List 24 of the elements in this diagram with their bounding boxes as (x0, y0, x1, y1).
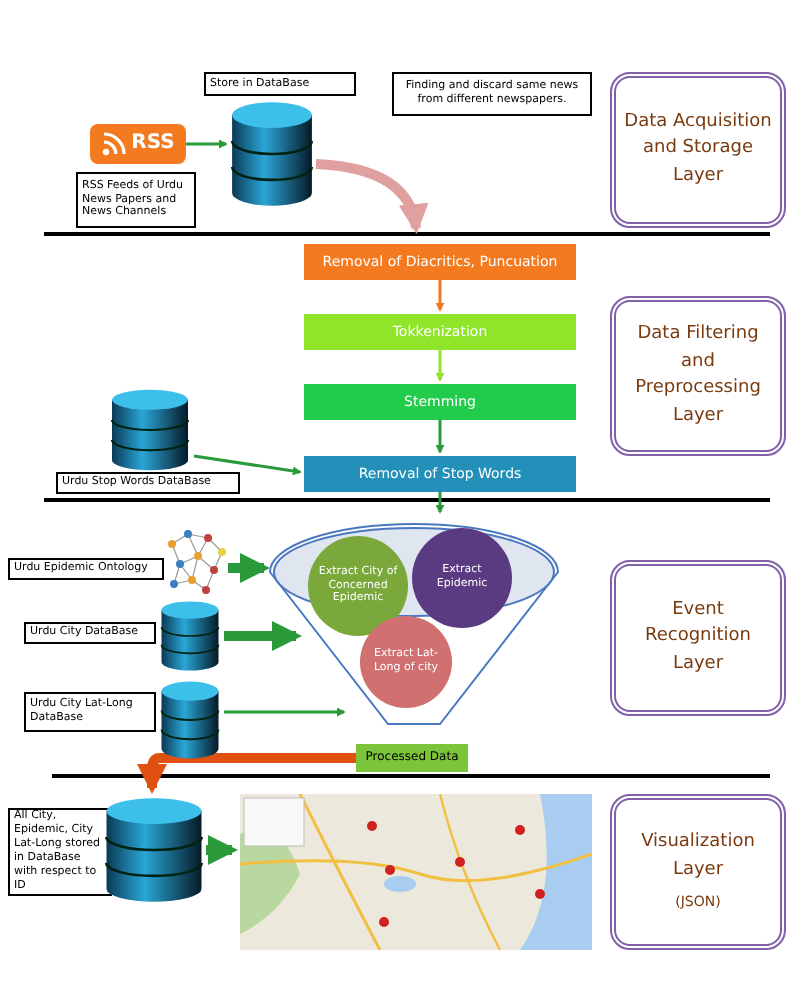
arrow (435, 280, 445, 312)
arrow (435, 492, 445, 514)
database-cylinder (104, 796, 204, 904)
arrow (224, 707, 346, 717)
database-cylinder (110, 388, 190, 472)
rss-badge: RSS (90, 124, 186, 164)
database-cylinder (230, 100, 314, 208)
arrow (206, 835, 238, 865)
layer-title: Event Recognition Layer (643, 597, 753, 678)
arrow (137, 753, 356, 794)
database-cylinder (160, 600, 220, 672)
arrow (315, 159, 427, 234)
layer-title: Data Filtering and Preprocessing Layer (633, 322, 763, 429)
layer-title: Data Acquisition and Storage Layer (622, 109, 774, 190)
picture (240, 794, 592, 950)
arrow (193, 454, 302, 476)
database-cylinder (160, 680, 220, 760)
arrow (186, 139, 228, 149)
arrow (435, 420, 445, 454)
network-icon (164, 528, 228, 596)
arrow (224, 621, 302, 651)
arrow (228, 553, 270, 583)
arrow (435, 350, 445, 382)
layer-title: Visualization Layer (639, 830, 757, 884)
